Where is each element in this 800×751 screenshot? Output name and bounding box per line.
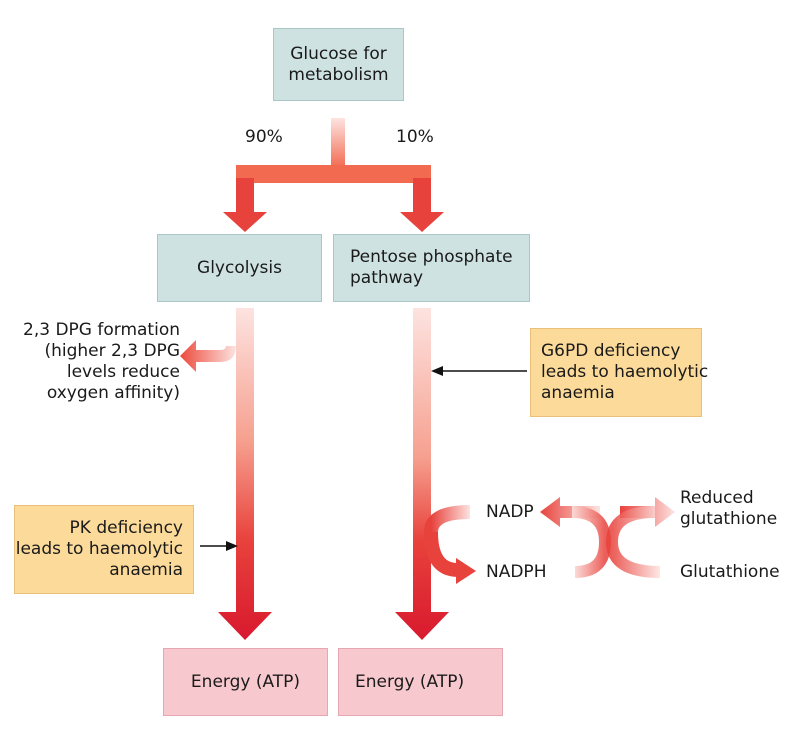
glutathione-to-nadp-curve [571,506,612,578]
nadph-label: NADPH [486,562,547,582]
pk-note-label: PK deficiency leads to haemolytic anaemi… [15,518,183,580]
split-arrow-right-head [400,178,444,232]
pentose-node-label: Pentose phosphate pathway [350,247,513,288]
reduced-glutathione-label: Reduced glutathione [680,488,778,529]
split-arrow-bar [236,165,431,183]
g6pd-note: G6PD deficiency leads to haemolytic anae… [530,328,708,417]
energy-right-label: Energy (ATP) [355,671,465,692]
right-percent-label: 10% [396,127,434,147]
dpg-note-label: 2,3 DPG formation (higher 2,3 DPG levels… [23,320,180,403]
nadp-label: NADP [486,502,534,522]
glucose-node: Glucose for metabolism [273,28,404,101]
pentose-to-atp-arrow [395,308,449,640]
stem-to-nadp-curve [424,505,471,533]
left-percent-label: 90% [245,127,283,147]
split-arrow-left-head [223,178,267,232]
stem-to-nadph-curve [424,531,459,577]
energy-left-node: Energy (ATP) [163,648,328,716]
nadph-to-glutathione-curve [605,506,661,578]
glycolysis-node: Glycolysis [157,234,322,302]
pentose-node: Pentose phosphate pathway [333,234,530,302]
nadp-left-arrow [540,497,600,527]
energy-left-label: Energy (ATP) [190,671,301,692]
glycolysis-to-atp-arrow [218,308,272,640]
pk-pointer-head [226,541,238,551]
split-arrow-stem [331,118,345,168]
g6pd-pointer-head [431,366,443,376]
pk-note: PK deficiency leads to haemolytic anaemi… [14,505,194,594]
glutathione-label: Glutathione [680,562,780,582]
nadph-arrow-head [456,558,476,584]
glycolysis-node-label: Glycolysis [197,257,282,278]
dpg-branch-arrow [180,340,236,372]
glucose-node-label: Glucose for metabolism [288,43,389,85]
g6pd-note-label: G6PD deficiency leads to haemolytic anae… [541,341,709,403]
energy-right-node: Energy (ATP) [338,648,503,716]
